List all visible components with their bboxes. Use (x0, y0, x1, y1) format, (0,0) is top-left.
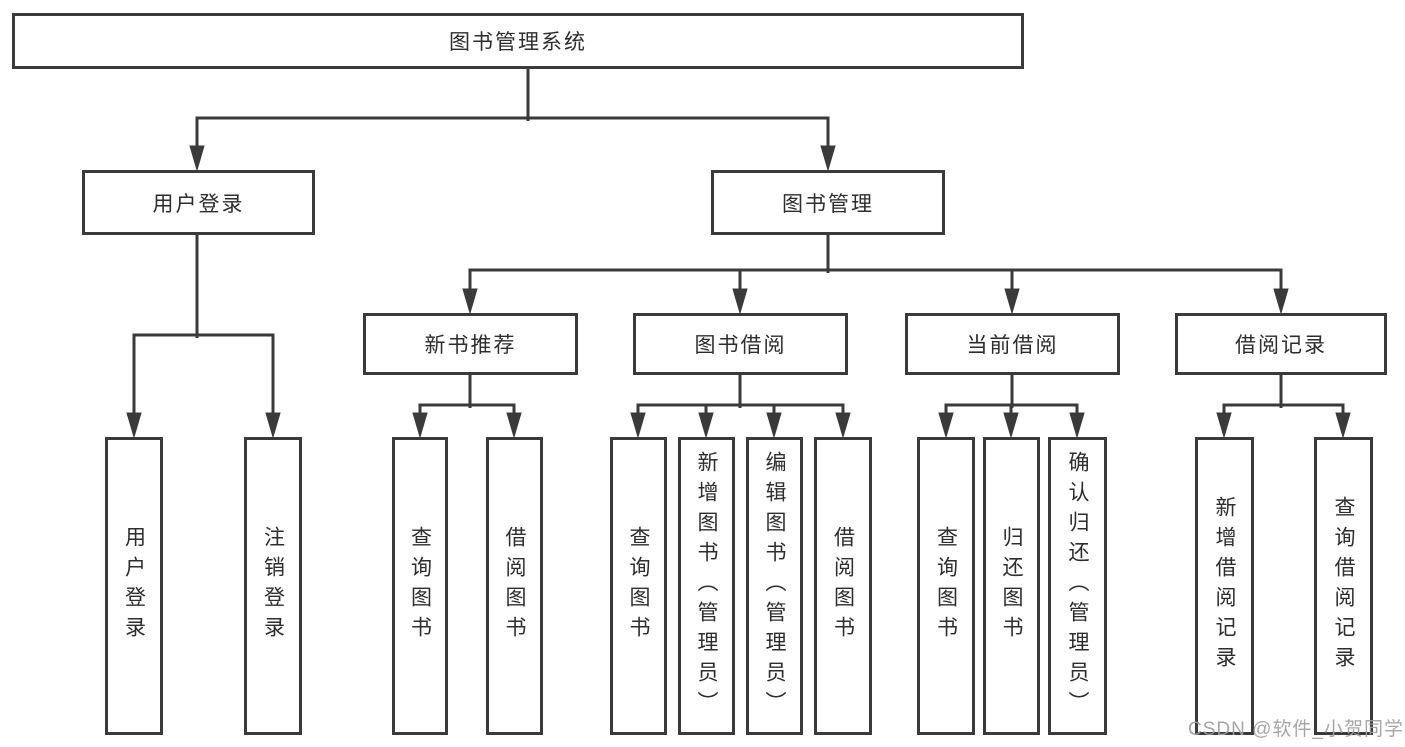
connector-book-mgmt-to-level3 (462, 233, 1289, 315)
node-library-management-system: 图书管理系统 (12, 13, 1024, 69)
node-label: 借阅记录 (1235, 334, 1327, 357)
node-label: 用户登录 (152, 192, 245, 216)
node-leaf-borrow-books-2: 借阅图书 (814, 437, 872, 735)
node-label: 图书管理 (782, 192, 874, 216)
node-leaf-user-login: 用户登录 (105, 437, 163, 735)
node-leaf-query-books-1: 查询图书 (392, 437, 448, 735)
node-label: 查询借阅记录 (1332, 496, 1355, 676)
node-label: 确认归还（管理员） (1066, 451, 1089, 721)
node-current-borrow: 当前借阅 (905, 313, 1120, 375)
node-label: 归还图书 (1000, 526, 1023, 646)
node-leaf-add-borrow-record: 新增借阅记录 (1195, 437, 1254, 735)
node-new-book-recommend: 新书推荐 (363, 313, 578, 375)
node-label: 新增借阅记录 (1213, 496, 1236, 676)
node-leaf-return-books: 归还图书 (983, 437, 1040, 735)
node-label: 用户登录 (122, 526, 146, 646)
connector-user-login-children (126, 233, 281, 439)
node-label: 查询图书 (408, 526, 432, 646)
node-label: 图书借阅 (694, 334, 787, 357)
node-leaf-add-books-admin: 新增图书（管理员） (678, 437, 735, 735)
connector-root-to-level2 (189, 67, 836, 172)
node-label: 新书推荐 (424, 334, 517, 357)
watermark-text: CSDN @软件_小贺同学 (1188, 719, 1404, 740)
node-leaf-query-books-2: 查询图书 (610, 437, 667, 735)
node-book-borrow: 图书借阅 (633, 313, 848, 375)
node-label: 当前借阅 (966, 334, 1059, 357)
node-leaf-query-books-3: 查询图书 (917, 437, 975, 735)
node-label: 借阅图书 (831, 526, 855, 646)
node-label: 编辑图书（管理员） (763, 451, 786, 721)
node-leaf-borrow-books-1: 借阅图书 (486, 437, 543, 735)
connector-current-borrow-children (938, 373, 1085, 439)
node-label: 图书管理系统 (449, 31, 587, 54)
connector-borrow-record-children (1216, 373, 1351, 439)
node-label: 查询图书 (627, 526, 650, 646)
node-label: 新增图书（管理员） (695, 451, 718, 721)
node-book-management: 图书管理 (711, 170, 945, 235)
node-leaf-query-borrow-record: 查询借阅记录 (1314, 437, 1373, 735)
connector-new-book-children (412, 373, 522, 439)
node-label: 查询图书 (934, 526, 958, 646)
node-leaf-logout: 注销登录 (244, 437, 302, 735)
node-borrow-record: 借阅记录 (1175, 313, 1387, 375)
node-label: 注销登录 (261, 526, 285, 646)
connector-book-borrow-children (630, 373, 851, 439)
node-user-login: 用户登录 (82, 170, 315, 235)
node-leaf-confirm-return-admin: 确认归还（管理员） (1048, 437, 1107, 735)
node-leaf-edit-books-admin: 编辑图书（管理员） (746, 437, 803, 735)
node-label: 借阅图书 (503, 526, 526, 646)
